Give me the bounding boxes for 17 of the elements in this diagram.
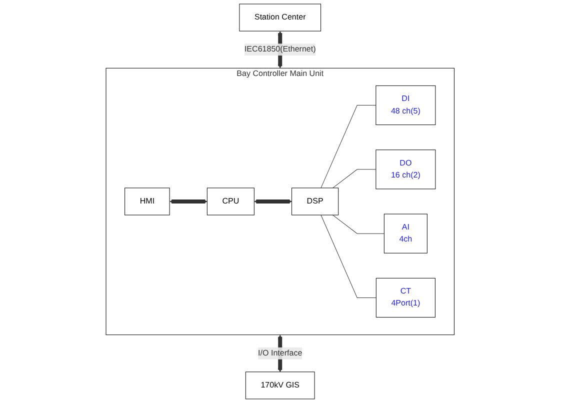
node-box: DO 16 ch(2) xyxy=(376,150,436,190)
node-box: DI 48 ch(5) xyxy=(376,85,436,126)
connector xyxy=(332,214,385,234)
edge-label: I/O Interface xyxy=(258,348,303,358)
node-box: CPU xyxy=(207,188,255,216)
arrow xyxy=(170,199,208,204)
connector xyxy=(321,105,377,188)
node-box: 170kV GIS xyxy=(246,372,316,400)
node-box: Station Center xyxy=(240,4,322,32)
node-box: CT 4Port(1) xyxy=(376,278,436,318)
connector xyxy=(321,214,377,298)
node-box: HMI xyxy=(124,188,170,216)
connector xyxy=(332,169,377,188)
arrow xyxy=(254,199,292,204)
edge-label: IEC61850(Ethernet) xyxy=(244,45,316,54)
node-box: AI 4ch xyxy=(384,214,428,254)
node-box: DSP xyxy=(292,188,339,216)
